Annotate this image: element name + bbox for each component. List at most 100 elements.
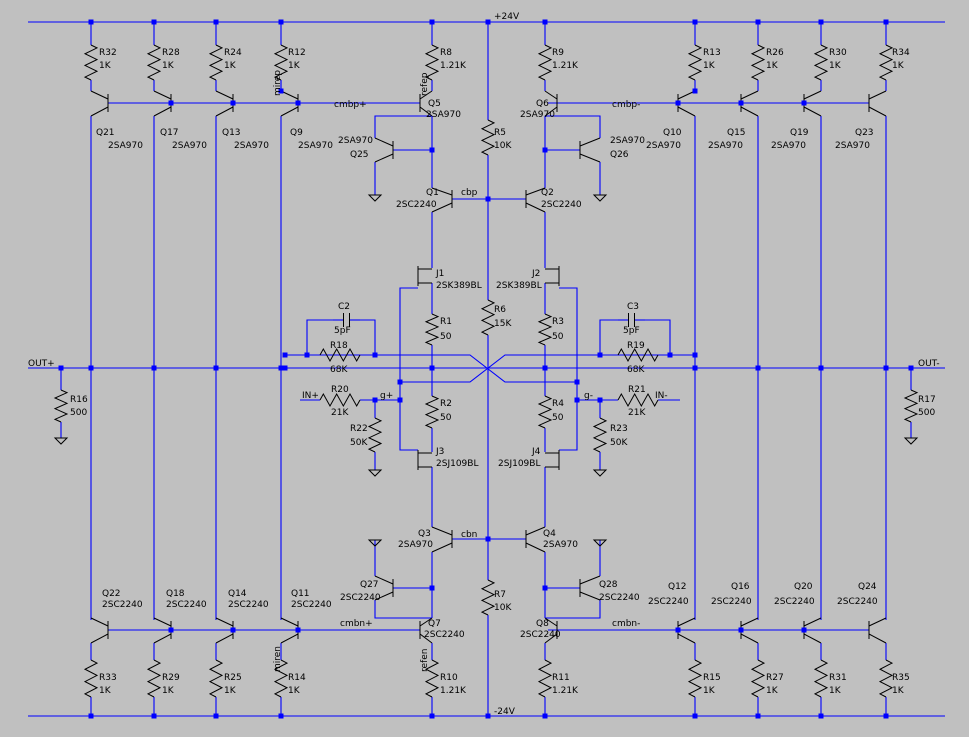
q14-part: 2SC2240 bbox=[228, 600, 269, 610]
mirror-resistor bbox=[208, 44, 224, 81]
q11-ref: Q11 bbox=[291, 589, 310, 599]
q21-part: 2SA970 bbox=[108, 141, 143, 151]
junction-dot bbox=[168, 627, 174, 633]
r18-val: 68K bbox=[330, 365, 348, 375]
r22-val: 50K bbox=[350, 438, 368, 448]
r24-val: 1K bbox=[224, 61, 237, 71]
reference-npn bbox=[544, 617, 558, 627]
q2-part: 2SC2240 bbox=[541, 200, 582, 210]
q18-ref: Q18 bbox=[166, 589, 185, 599]
r29-val: 1K bbox=[162, 686, 175, 696]
r21-val: 21K bbox=[628, 408, 646, 418]
q4-transistor bbox=[525, 526, 546, 536]
q11-part: 2SC2240 bbox=[291, 600, 332, 610]
r17-ref: R17 bbox=[918, 395, 936, 405]
junction-dot bbox=[429, 147, 435, 153]
r25-ref: R25 bbox=[224, 673, 242, 683]
net-g-neg: g- bbox=[584, 391, 593, 401]
r19-val: 68K bbox=[627, 365, 645, 375]
q8-part: 2SC2240 bbox=[520, 630, 561, 640]
mirror-pnp bbox=[740, 90, 759, 100]
q25-transistor bbox=[374, 137, 394, 147]
net-cmbn-neg: cmbn- bbox=[612, 619, 640, 629]
j3-ref: J3 bbox=[435, 447, 444, 457]
ground-symbol bbox=[592, 194, 608, 202]
junction-dot bbox=[88, 19, 94, 25]
reference-resistor bbox=[537, 44, 553, 81]
junction-dot bbox=[485, 536, 491, 542]
q25-part: 2SA970 bbox=[338, 136, 373, 146]
r19-resistor bbox=[617, 347, 659, 363]
q10-part: 2SA970 bbox=[646, 141, 681, 151]
wire bbox=[306, 319, 333, 355]
q16-ref: Q16 bbox=[731, 582, 750, 592]
r1-val: 50 bbox=[440, 332, 452, 342]
mirror-resistor bbox=[813, 44, 829, 81]
r31-val: 1K bbox=[829, 686, 842, 696]
q8-ref: Q8 bbox=[536, 619, 549, 629]
r5-val: 10K bbox=[494, 141, 512, 151]
r27-ref: R27 bbox=[766, 673, 784, 683]
junction-dot bbox=[278, 88, 284, 94]
r23-val: 50K bbox=[610, 438, 628, 448]
q26-part: 2SA970 bbox=[610, 136, 645, 146]
q28-part: 2SC2240 bbox=[599, 593, 640, 603]
r30-val: 1K bbox=[829, 61, 842, 71]
r16-resistor bbox=[53, 389, 69, 423]
c2-val: 5pF bbox=[334, 326, 351, 336]
net-miren: miren bbox=[273, 646, 283, 672]
q21-ref: Q21 bbox=[96, 128, 115, 138]
g-pos-net bbox=[399, 287, 418, 451]
junction-dot bbox=[542, 147, 548, 153]
junction-dot bbox=[295, 627, 301, 633]
r14-val: 1K bbox=[288, 686, 301, 696]
r21-resistor bbox=[617, 392, 659, 408]
junction-dot bbox=[542, 365, 548, 371]
out-pos-label: OUT+ bbox=[28, 359, 55, 369]
r11-val: 1.21K bbox=[552, 686, 579, 696]
junction-dot bbox=[429, 713, 435, 719]
wire bbox=[374, 600, 432, 619]
q14-ref: Q14 bbox=[228, 589, 247, 599]
q12-ref: Q12 bbox=[668, 582, 687, 592]
c2-ref: C2 bbox=[338, 302, 350, 312]
in-pos-label: IN+ bbox=[302, 391, 319, 401]
q5-part: 2SA970 bbox=[426, 110, 461, 120]
r35-val: 1K bbox=[892, 686, 905, 696]
reference-resistor bbox=[537, 659, 553, 698]
junction-dot bbox=[542, 585, 548, 591]
q15-ref: Q15 bbox=[727, 128, 746, 138]
r27-val: 1K bbox=[766, 686, 779, 696]
mirror-resistor bbox=[878, 44, 894, 81]
g-neg-net bbox=[559, 287, 578, 451]
net-cmbp-pos: cmbp+ bbox=[334, 100, 367, 110]
q23-ref: Q23 bbox=[855, 128, 874, 138]
reference-npn bbox=[544, 633, 558, 644]
mirror-npn bbox=[90, 633, 109, 644]
q3-transistor bbox=[431, 526, 453, 536]
q27-transistor bbox=[374, 575, 394, 585]
ground-symbol bbox=[367, 539, 383, 547]
j1-ref: J1 bbox=[435, 269, 444, 279]
q24-part: 2SC2240 bbox=[837, 597, 878, 607]
in-neg-label: IN- bbox=[655, 391, 668, 401]
r16-ref: R16 bbox=[70, 395, 88, 405]
q15-part: 2SA970 bbox=[708, 141, 743, 151]
junction-dot bbox=[278, 19, 284, 25]
r25-val: 1K bbox=[224, 686, 237, 696]
junction-dot bbox=[58, 365, 64, 371]
mirror-resistor bbox=[146, 659, 162, 698]
wire bbox=[645, 319, 671, 355]
r9-val: 1.21K bbox=[552, 61, 579, 71]
r24-ref: R24 bbox=[224, 48, 242, 58]
r30-ref: R30 bbox=[829, 48, 847, 58]
junction-dot bbox=[755, 19, 761, 25]
r6-resistor bbox=[480, 299, 496, 336]
c3-val: 5pF bbox=[623, 326, 640, 336]
junction-dot bbox=[213, 365, 219, 371]
mirror-resistor bbox=[750, 659, 766, 698]
reference-resistor bbox=[424, 659, 440, 698]
q27-transistor bbox=[374, 591, 394, 601]
q3-transistor bbox=[431, 542, 453, 553]
